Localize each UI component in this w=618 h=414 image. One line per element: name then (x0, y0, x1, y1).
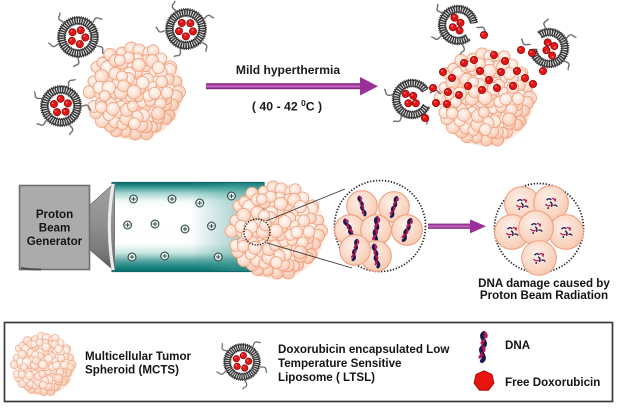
svg-text:Mild hyperthermia: Mild hyperthermia (236, 63, 340, 77)
svg-text:Liposome ( LTSL): Liposome ( LTSL) (278, 371, 375, 384)
svg-text:Doxorubicin encapsulated Low: Doxorubicin encapsulated Low (278, 343, 450, 356)
svg-text:( 40 - 42 0C ): ( 40 - 42 0C ) (252, 98, 322, 114)
svg-text:Spheroid (MCTS): Spheroid (MCTS) (85, 364, 179, 377)
svg-text:Beam: Beam (39, 222, 71, 235)
svg-text:Multicellular Tumor: Multicellular Tumor (85, 350, 192, 363)
svg-text:DNA damage caused by: DNA damage caused by (478, 277, 610, 290)
svg-text:DNA: DNA (505, 339, 531, 352)
svg-text:Proton Beam Radiation: Proton Beam Radiation (480, 289, 608, 302)
svg-text:Free Doxorubicin: Free Doxorubicin (505, 376, 600, 389)
svg-text:Proton: Proton (36, 208, 73, 221)
svg-text:Temperature Sensitive: Temperature Sensitive (278, 357, 402, 370)
svg-text:Generator: Generator (27, 235, 83, 248)
